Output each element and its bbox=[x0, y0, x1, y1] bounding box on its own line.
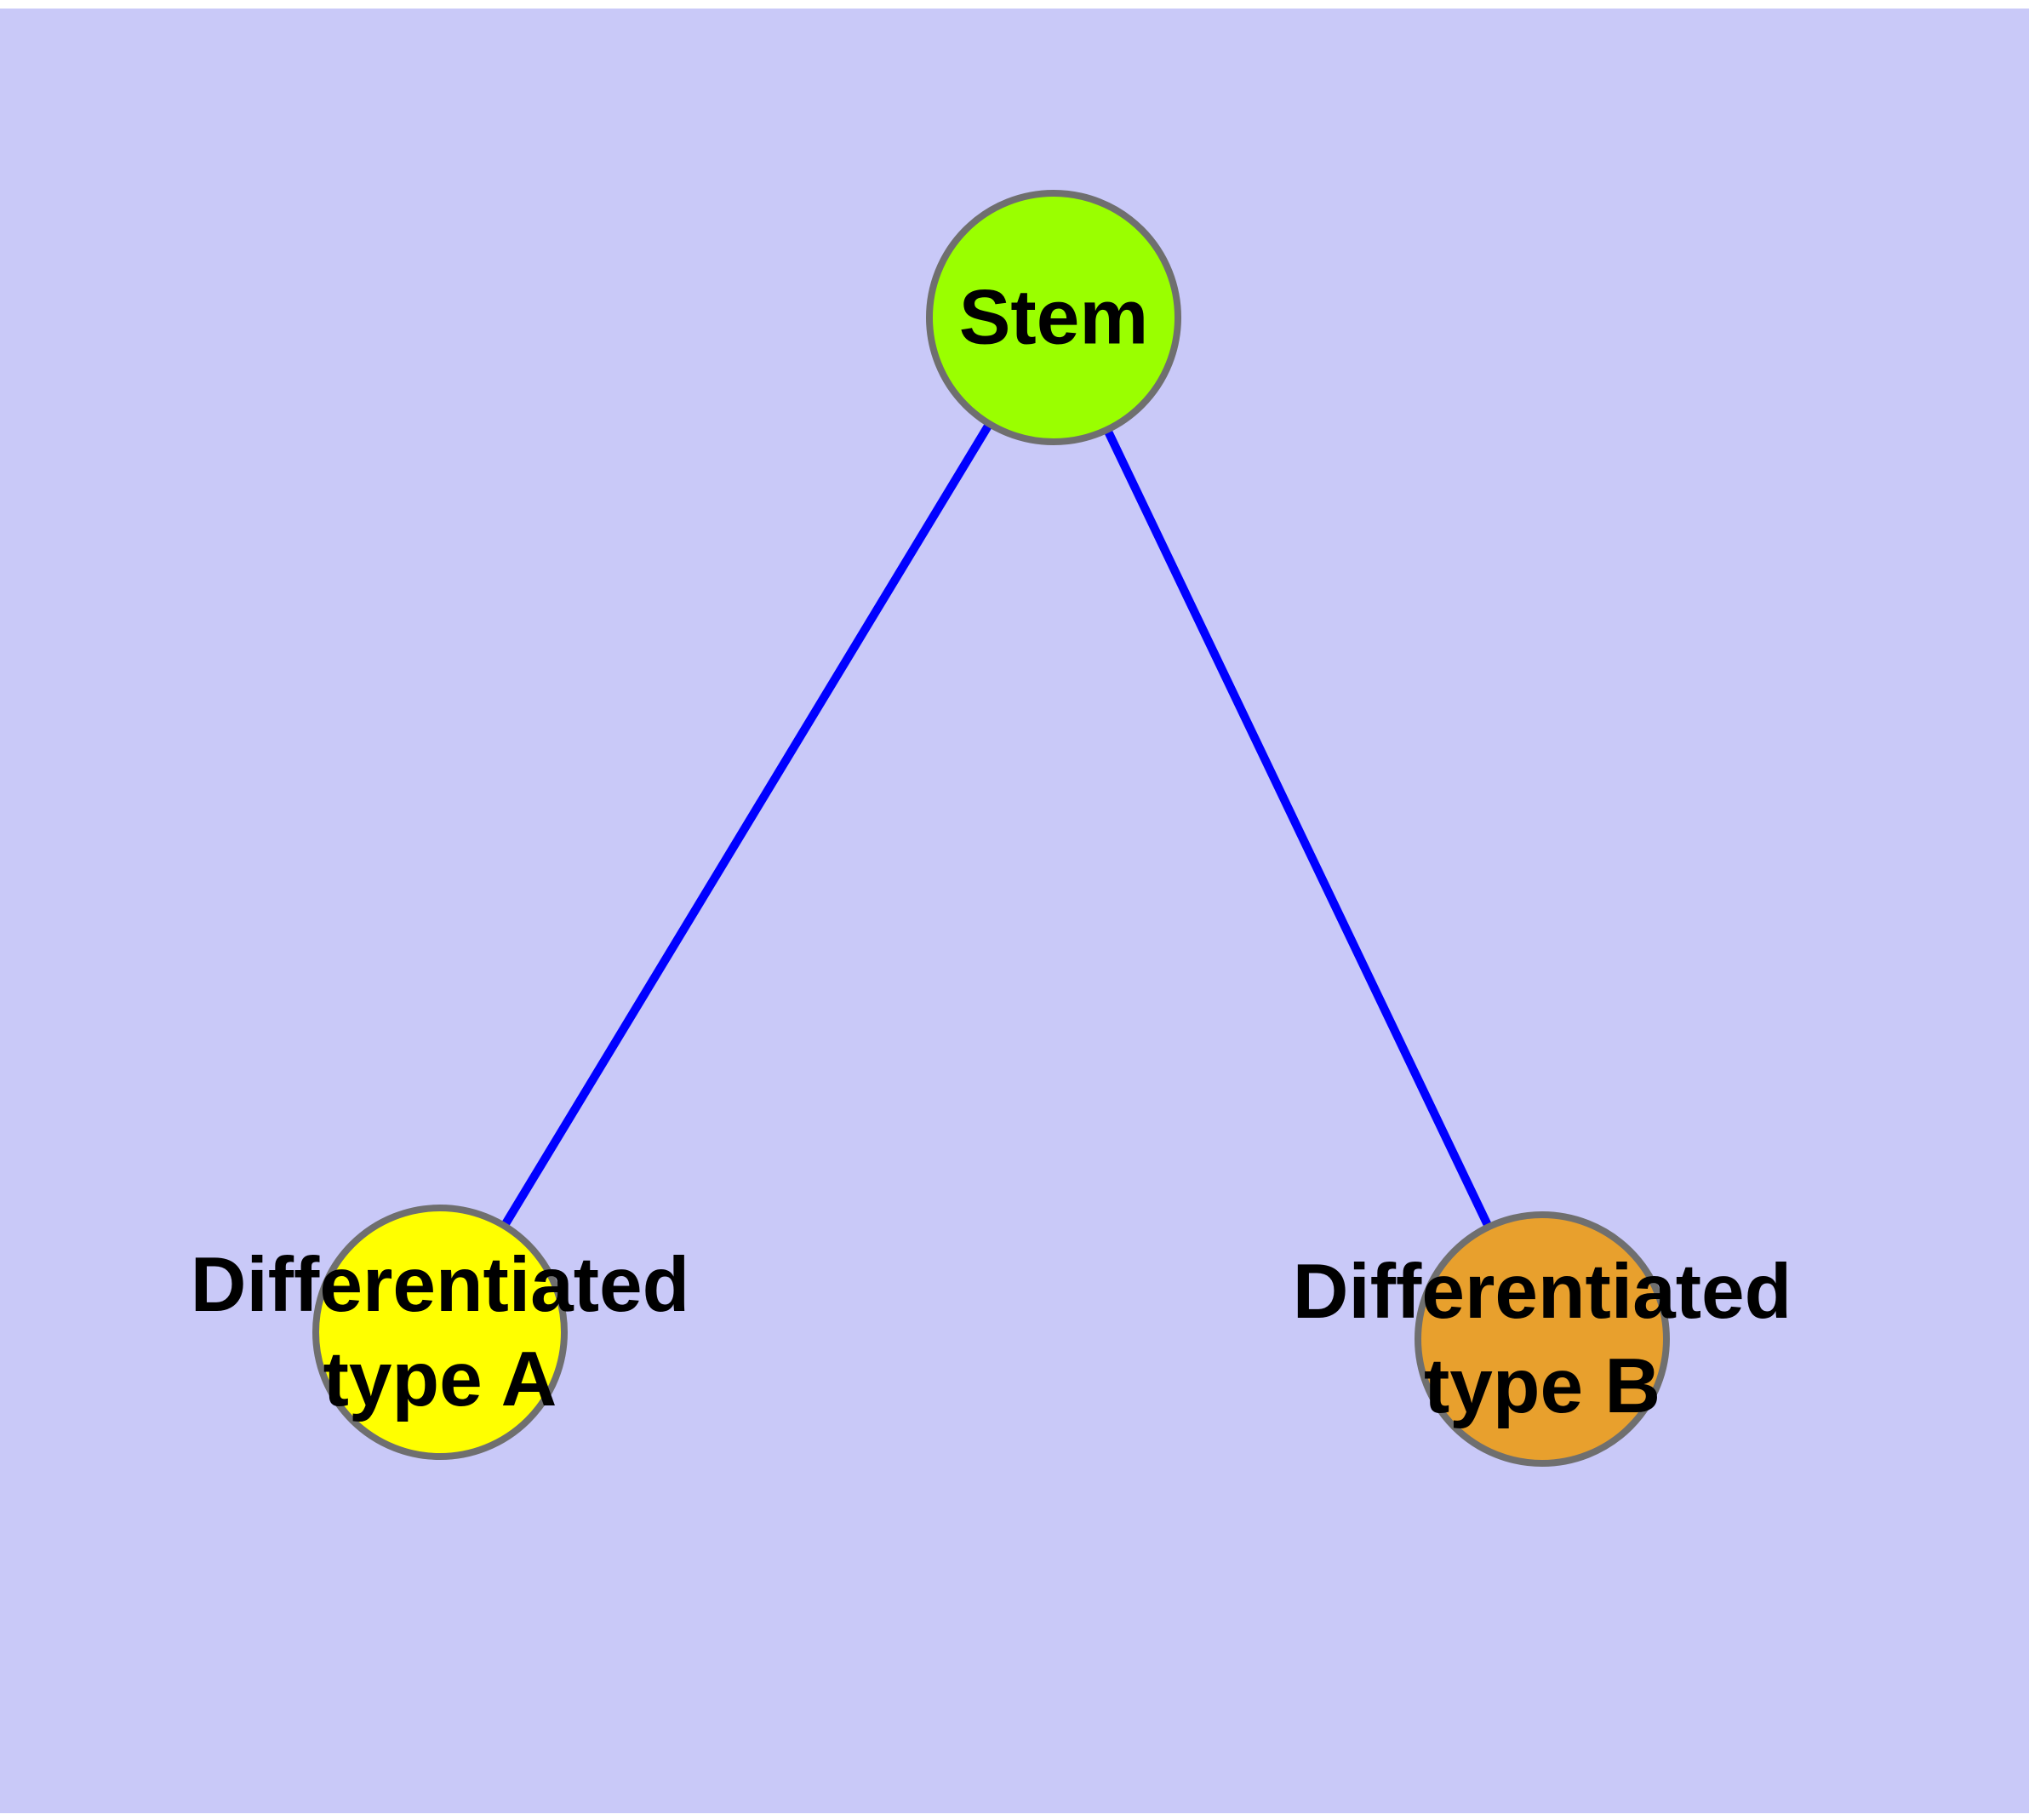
edge-stem-to-type-a bbox=[436, 315, 1058, 1335]
node-stem-label: Stem bbox=[958, 274, 1149, 361]
node-type-b-circle bbox=[1415, 1211, 1670, 1467]
node-type-a-circle bbox=[312, 1205, 568, 1460]
node-stem-circle bbox=[926, 190, 1181, 445]
node-type-a-label: Differentiated type A bbox=[190, 1241, 690, 1422]
edge-stem-to-type-b bbox=[1049, 315, 1546, 1342]
node-type-b-label: Differentiated type B bbox=[1292, 1248, 1792, 1429]
